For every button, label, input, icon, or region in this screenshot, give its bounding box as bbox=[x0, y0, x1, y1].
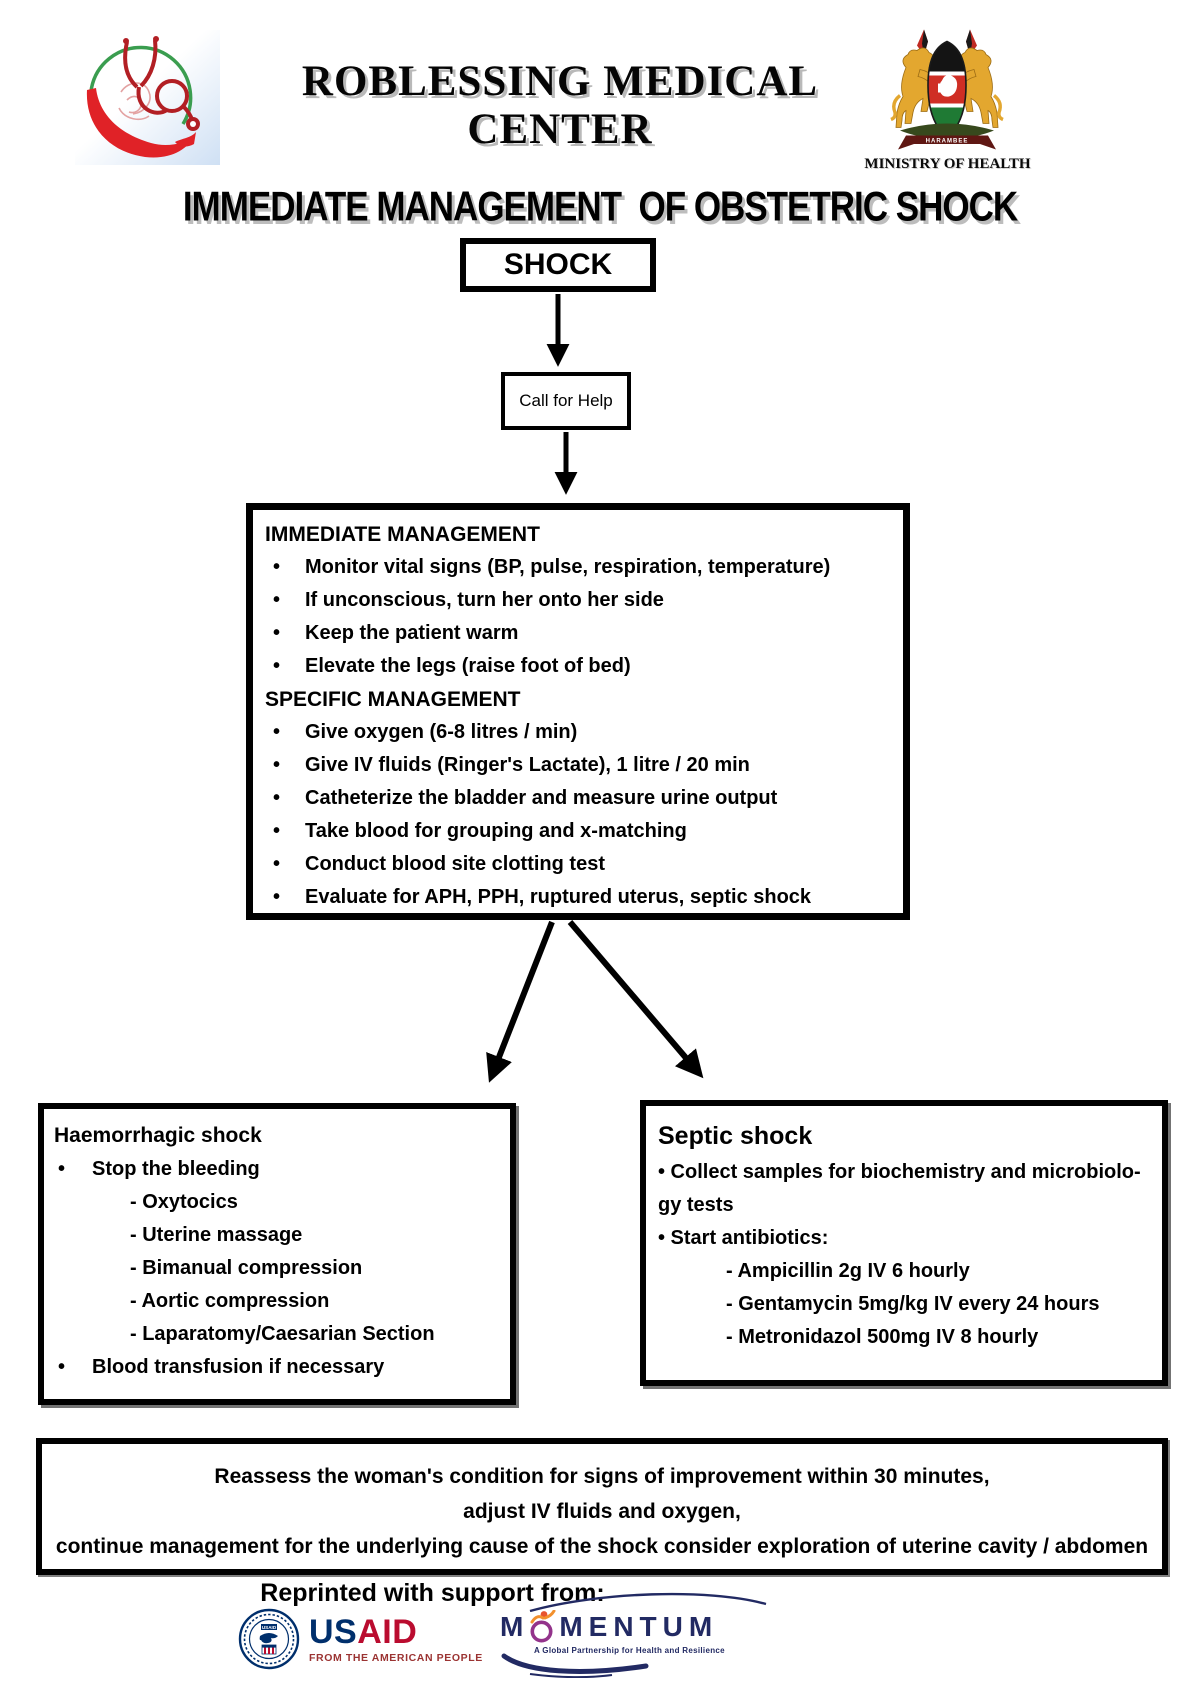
kenya-coat-of-arms-icon: HARAMBEE bbox=[890, 29, 1004, 150]
eagle-icon bbox=[259, 1633, 278, 1644]
septic-title: Septic shock bbox=[658, 1122, 813, 1150]
list-item: - Ampicillin 2g IV 6 hourly bbox=[726, 1260, 970, 1282]
reassess-line: Reassess the woman's condition for signs… bbox=[214, 1465, 990, 1488]
list-item: - Gentamycin 5mg/kg IV every 24 hours bbox=[726, 1293, 1100, 1315]
momentum-letters-rest: MENTUM bbox=[559, 1611, 719, 1642]
momentum-tagline: A Global Partnership for Health and Resi… bbox=[534, 1646, 725, 1655]
usaid-wordmark-us: US bbox=[309, 1612, 358, 1651]
haemorrhagic-title: Haemorrhagic shock bbox=[54, 1124, 262, 1147]
support-label: Reprinted with support from: bbox=[260, 1579, 605, 1607]
shock-label: SHOCK bbox=[503, 248, 613, 281]
list-item: - Aortic compression bbox=[130, 1290, 330, 1312]
ground-icon bbox=[900, 123, 994, 138]
momentum-person-o-icon bbox=[530, 1610, 556, 1643]
harambee-ribbon-icon bbox=[898, 135, 996, 150]
list-item: Blood transfusion if necessary bbox=[44, 1351, 500, 1384]
list-item: Give oxygen (6-8 litres / min) bbox=[253, 716, 889, 749]
red-hand-crescent-icon bbox=[86, 88, 194, 158]
clinic-name-line2: CENTER bbox=[467, 106, 653, 154]
specific-management-header: SPECIFIC MANAGEMENT bbox=[265, 688, 521, 711]
momentum-logo: M MENTUM A Global Partnership for Health… bbox=[500, 1590, 770, 1690]
call-for-help-label: Call for Help bbox=[519, 391, 613, 410]
usaid-logo: USAID USAID FROM THE AMERICAN PEOPLE bbox=[238, 1608, 483, 1670]
usaid-wordmark: USAID bbox=[309, 1615, 483, 1649]
list-item: Elevate the legs (raise foot of bed) bbox=[253, 650, 889, 683]
page-title: IMMEDIATE MANAGEMENT OF OBSTETRIC SHOCK bbox=[182, 184, 1018, 231]
list-item: Stop the bleeding bbox=[44, 1153, 500, 1186]
ministry-of-health-label: MINISTRY OF HEALTH bbox=[864, 156, 1031, 172]
rooster-icon bbox=[939, 75, 958, 97]
immediate-management-header: IMMEDIATE MANAGEMENT bbox=[265, 523, 540, 546]
list-item: If unconscious, turn her onto her side bbox=[253, 584, 889, 617]
list-item: Keep the patient warm bbox=[253, 617, 889, 650]
list-item: gy tests bbox=[658, 1194, 734, 1216]
earpiece-right bbox=[153, 36, 159, 42]
usaid-tagline: FROM THE AMERICAN PEOPLE bbox=[309, 1651, 483, 1664]
list-item: - Laparatomy/Caesarian Section bbox=[130, 1323, 435, 1345]
reassess-node: Reassess the woman's condition for signs… bbox=[36, 1438, 1168, 1575]
chestpiece-center bbox=[190, 121, 196, 127]
hand-fingers-icon bbox=[175, 132, 196, 147]
list-item: • Start antibiotics: bbox=[658, 1227, 829, 1249]
momentum-bottom-swoosh-icon bbox=[501, 1653, 649, 1678]
momentum-wordmark: M MENTUM bbox=[500, 1610, 718, 1644]
reassess-line: continue management for the underlying c… bbox=[55, 1535, 1149, 1558]
list-item: Conduct blood site clotting test bbox=[253, 848, 889, 881]
list-item: Give IV fluids (Ringer's Lactate), 1 lit… bbox=[253, 749, 889, 782]
clinic-name-line1: ROBLESSING MEDICAL bbox=[301, 58, 819, 105]
arrow-to-haemorrhagic bbox=[486, 920, 555, 1083]
list-item: • Collect samples for biochemistry and m… bbox=[658, 1161, 1141, 1183]
management-node: IMMEDIATE MANAGEMENT Monitor vital signs… bbox=[246, 503, 910, 920]
list-item: - Bimanual compression bbox=[130, 1257, 363, 1279]
momentum-top-arc-icon bbox=[529, 1592, 767, 1612]
reassess-line: adjust IV fluids and oxygen, bbox=[463, 1500, 741, 1523]
usaid-wordmark-aid: AID bbox=[357, 1612, 418, 1651]
clinic-logo bbox=[75, 30, 220, 165]
list-item: Catheterize the bladder and measure urin… bbox=[253, 782, 889, 815]
usaid-seal-text: USAID bbox=[262, 1625, 277, 1630]
list-item: - Uterine massage bbox=[130, 1224, 303, 1246]
haemorrhagic-shock-node: Haemorrhagic shock Stop the bleeding - O… bbox=[38, 1103, 516, 1405]
earpiece-left bbox=[123, 38, 129, 44]
momentum-letter-m: M bbox=[500, 1611, 530, 1642]
list-item: - Metronidazol 500mg IV 8 hourly bbox=[726, 1326, 1039, 1348]
shield-stripes-icon bbox=[261, 1644, 277, 1655]
axe-icon bbox=[938, 83, 942, 93]
call-for-help-node: Call for Help bbox=[501, 372, 631, 430]
usaid-seal-icon: USAID bbox=[238, 1608, 300, 1670]
harambee-text: HARAMBEE bbox=[926, 139, 969, 145]
clinic-name: ROBLESSING MEDICAL CENTER bbox=[260, 58, 860, 154]
list-item: Take blood for grouping and x-matching bbox=[253, 815, 889, 848]
septic-shock-node: Septic shock • Collect samples for bioch… bbox=[640, 1100, 1168, 1386]
list-item: Evaluate for APH, PPH, ruptured uterus, … bbox=[253, 881, 889, 914]
arrow-to-septic bbox=[567, 920, 704, 1079]
list-item: Monitor vital signs (BP, pulse, respirat… bbox=[253, 551, 889, 584]
shock-node: SHOCK bbox=[460, 238, 656, 292]
list-item: - Oxytocics bbox=[130, 1191, 238, 1213]
lion-left-icon bbox=[890, 47, 936, 128]
